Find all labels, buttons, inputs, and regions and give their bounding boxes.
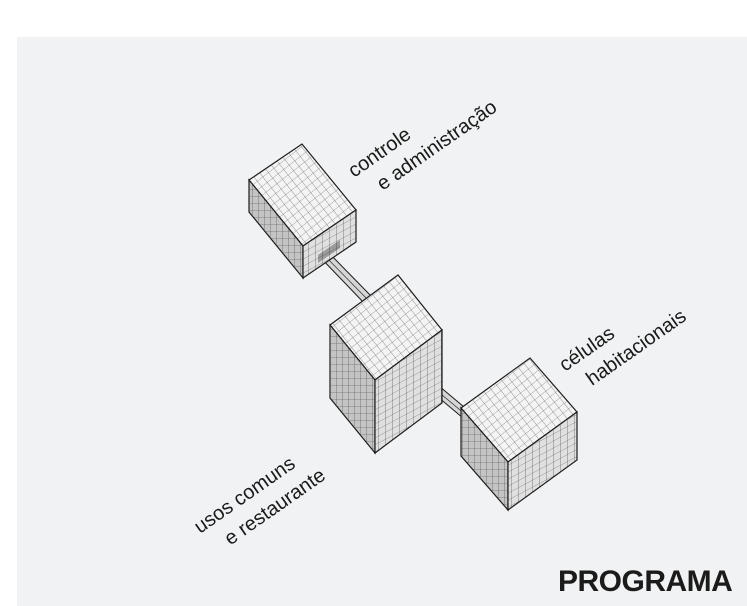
control-admin-block: [248, 143, 357, 280]
program-diagram: controle e administração células habitac…: [190, 96, 690, 550]
residential-cells-block: [460, 357, 578, 512]
diagram-panel: controle e administração células habitac…: [17, 37, 747, 606]
page-heading: PROGRAMA: [558, 565, 733, 598]
common-uses-block: [329, 274, 443, 455]
